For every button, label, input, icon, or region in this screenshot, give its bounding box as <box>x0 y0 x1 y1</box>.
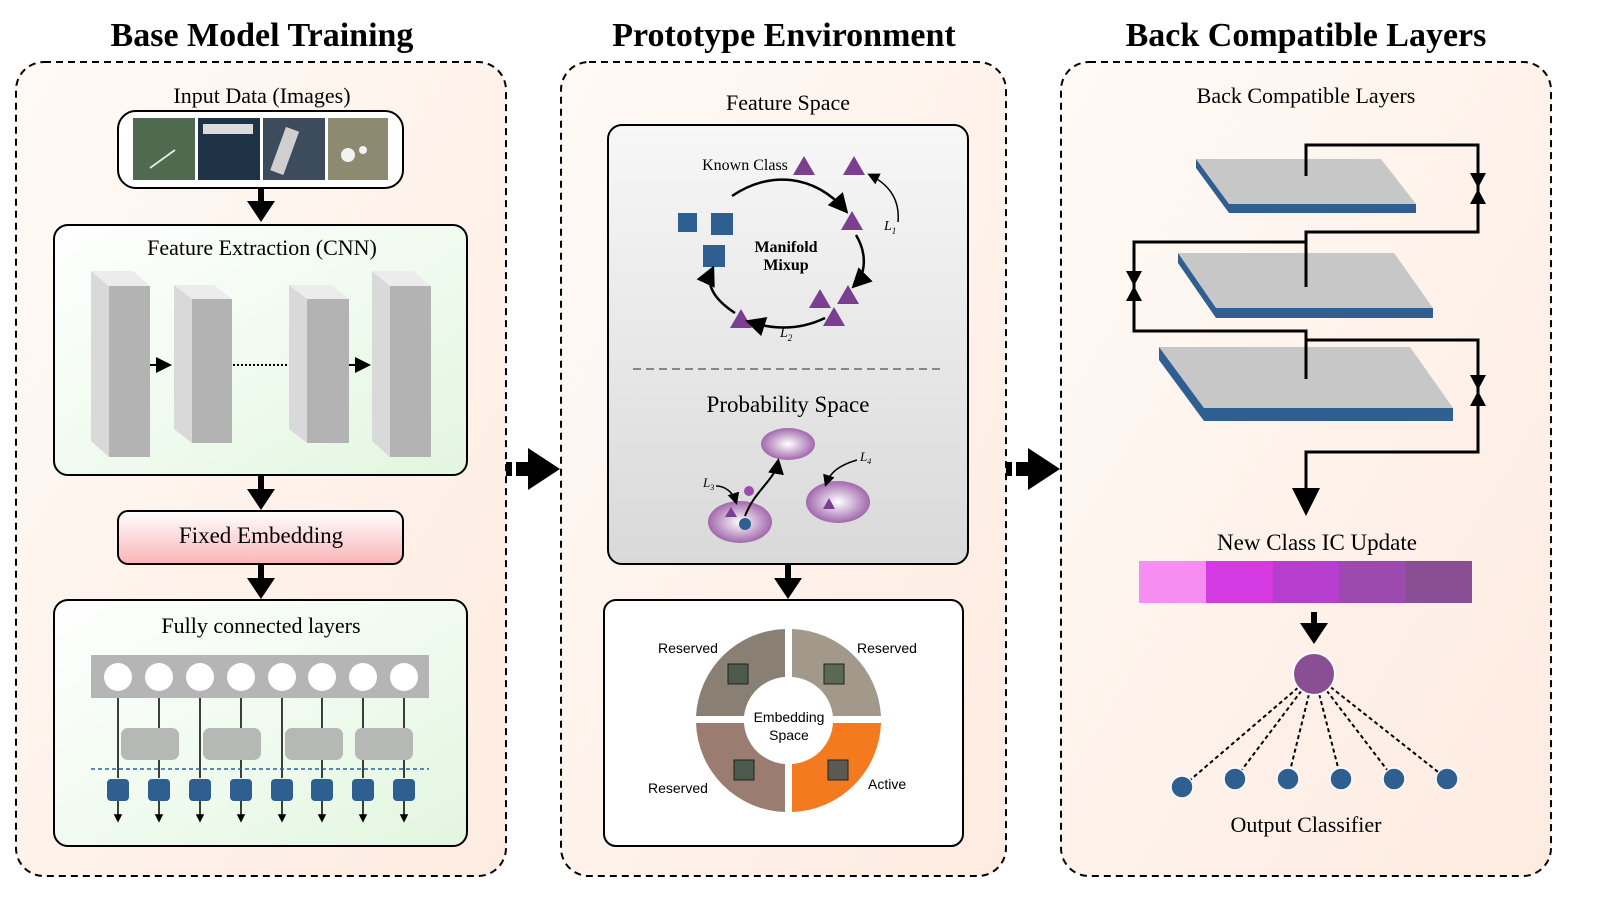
back-compatible-title: Back Compatible Layers <box>1126 17 1487 54</box>
layer-1 <box>1196 159 1416 204</box>
manifold-text-1: Manifold <box>754 239 817 256</box>
classifier-output-node <box>1223 767 1247 791</box>
class-update-bar <box>1139 561 1472 603</box>
input-image-thumbnails <box>133 118 388 180</box>
known-class-triangles <box>730 156 865 328</box>
classifier-output-node <box>1170 775 1194 799</box>
base-model-panel: Base Model Training Input Data (Images) … <box>15 17 507 877</box>
loss-l1-label: L1 <box>883 219 896 236</box>
feature-extraction-label: Feature Extraction (CNN) <box>147 235 377 260</box>
output-classifier <box>1170 652 1459 799</box>
fc-output-unit <box>189 779 211 801</box>
fc-neuron <box>268 663 296 691</box>
known-class-label: Known Class <box>702 157 788 174</box>
fc-neuron <box>349 663 377 691</box>
ring-center-text-1: Embedding <box>754 709 825 725</box>
panel-arrow-2 <box>1006 448 1060 490</box>
classifier-output-node <box>1435 767 1459 791</box>
fc-output-unit <box>148 779 170 801</box>
down-arrow <box>247 201 275 222</box>
output-classifier-label: Output Classifier <box>1231 812 1383 837</box>
fc-output-unit <box>352 779 374 801</box>
embedding-space-box <box>603 599 964 847</box>
loss-l2-label: L2 <box>779 326 793 343</box>
image-thumb-1 <box>133 118 195 180</box>
fc-neuron <box>227 663 255 691</box>
skip-connections <box>1132 143 1480 490</box>
probability-space-label: Probability Space <box>707 392 870 417</box>
fixed-embedding-box <box>117 510 404 565</box>
bar-segment-3 <box>1273 561 1339 603</box>
ring-label-active: Active <box>868 776 906 792</box>
fully-connected-label: Fully connected layers <box>161 613 360 638</box>
cnn-block-4 <box>390 286 431 457</box>
input-data-label: Input Data (Images) <box>173 83 350 108</box>
fc-neuron <box>145 663 173 691</box>
fc-input-bar <box>91 655 429 698</box>
ring-label-reserved-bl: Reserved <box>648 780 708 796</box>
fc-hidden-unit <box>355 728 413 760</box>
loss-l3-label: L3 <box>702 475 714 492</box>
classifier-hub-node <box>1292 652 1336 696</box>
fc-hidden-unit <box>203 728 261 760</box>
cnn-block-2 <box>192 299 232 443</box>
fc-neuron <box>186 663 214 691</box>
cnn-block-1 <box>109 286 150 457</box>
prototype-title: Prototype Environment <box>612 17 956 54</box>
ring-label-reserved-tl: Reserved <box>658 640 718 656</box>
feature-extraction-box <box>53 224 468 476</box>
embedding-ring <box>696 629 881 812</box>
bar-segment-4 <box>1339 561 1406 603</box>
cnn-blocks <box>91 271 431 457</box>
skip-arrowheads <box>1126 173 1486 516</box>
classifier-output-node <box>1276 767 1300 791</box>
feature-space-box <box>607 124 969 565</box>
fc-hidden-unit <box>285 728 343 760</box>
manifold-text-2: Mixup <box>763 257 808 274</box>
loss-l4-label: L4 <box>859 449 871 466</box>
cnn-block-3 <box>307 299 349 443</box>
bar-segment-1 <box>1139 561 1206 603</box>
base-model-title: Base Model Training <box>111 17 414 54</box>
classifier-output-node <box>1329 767 1353 791</box>
panel-arrow-1 <box>506 448 560 490</box>
fc-output-unit <box>311 779 333 801</box>
ring-center-text-2: Space <box>769 727 809 743</box>
bar-segment-5 <box>1406 561 1472 603</box>
bar-segment-2 <box>1206 561 1273 603</box>
classifier-output-node <box>1382 767 1406 791</box>
fixed-embedding-label: Fixed Embedding <box>179 523 344 548</box>
down-arrow <box>1300 623 1328 644</box>
down-arrow <box>247 578 275 599</box>
image-thumb-4 <box>328 118 388 180</box>
back-compatible-panel: Back Compatible Layers Back Compatible L… <box>1060 17 1552 877</box>
feature-space-label: Feature Space <box>726 90 850 115</box>
stacked-layers <box>1159 159 1453 421</box>
prototype-panel: Prototype Environment Feature Space Know… <box>560 17 1007 877</box>
fc-neuron <box>308 663 336 691</box>
new-class-update-label: New Class IC Update <box>1217 530 1417 555</box>
back-compatible-subtitle: Back Compatible Layers <box>1197 83 1416 108</box>
ring-label-reserved-tr: Reserved <box>857 640 917 656</box>
fc-output-unit <box>230 779 252 801</box>
fc-output-unit <box>271 779 293 801</box>
fc-output-unit <box>393 779 415 801</box>
fc-neuron <box>390 663 418 691</box>
down-arrow <box>774 578 802 599</box>
probability-distributions <box>708 428 870 543</box>
fc-output-unit <box>107 779 129 801</box>
prototype-squares <box>678 213 733 267</box>
fc-network <box>91 655 429 823</box>
fc-hidden-unit <box>121 728 179 760</box>
manifold-cycle <box>696 173 899 337</box>
fc-neuron <box>104 663 132 691</box>
down-arrow <box>247 489 275 510</box>
